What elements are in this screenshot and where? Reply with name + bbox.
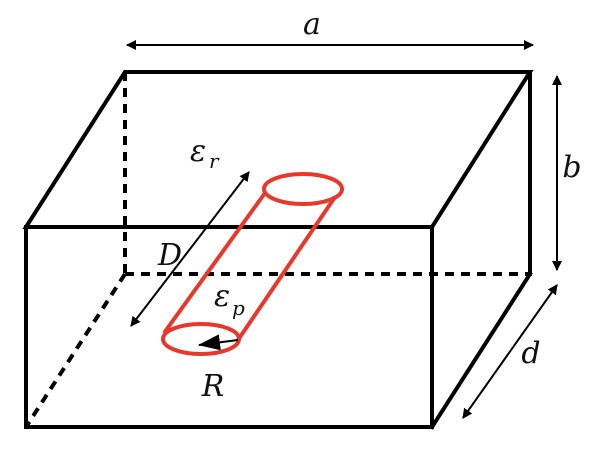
label-d: d: [521, 336, 540, 371]
cylinder-top-ellipse: [262, 172, 344, 206]
cylinder: [161, 172, 344, 356]
label-D: D: [157, 238, 182, 273]
dimension-d-arrow: [462, 284, 558, 419]
cylinder-bottom-ellipse: [161, 322, 241, 356]
label-eps-r: ε: [190, 134, 206, 169]
box-hidden-edges: [24, 72, 530, 429]
label-eps-r-subscript: r: [209, 149, 220, 173]
label-b: b: [562, 150, 581, 185]
box-visible-edges: [22, 70, 534, 430]
hidden-bottom-depth-edge: [24, 272, 127, 429]
radius-arrow: [198, 334, 239, 351]
cylinder-right-side: [236, 195, 337, 342]
label-R: R: [201, 369, 225, 404]
label-eps-p-subscript: p: [232, 296, 245, 320]
label-a: a: [303, 7, 321, 42]
dimension-D-arrow: [130, 171, 250, 327]
box-top-face: [22, 70, 534, 229]
box-right-bottom-edge: [429, 271, 533, 430]
label-eps-p: ε: [214, 279, 230, 314]
